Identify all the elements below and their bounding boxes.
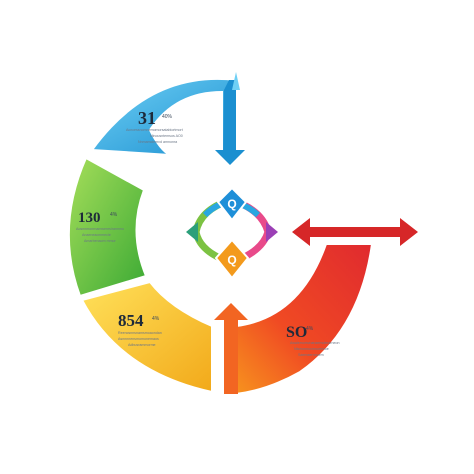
label-red: SO 4% Awalemomvnanaemolmarneon Nisesmnuc… xyxy=(286,324,339,357)
badge-top-letter: Q xyxy=(227,197,236,211)
segment-red-arrow-up xyxy=(214,303,248,394)
badge-arrow-left xyxy=(186,222,198,242)
segment-yellow-shape xyxy=(80,280,213,394)
label-yellow-caption-1: Reencsnnsnamsmoaondan xyxy=(118,331,162,335)
label-green-value: 130 xyxy=(78,210,101,226)
label-green-caption-1: Aosnnmonrnamwenrslrannmo xyxy=(76,227,124,231)
badge-bottom-letter: Q xyxy=(227,253,236,267)
segment-yellow xyxy=(80,280,213,394)
label-red-value: SO xyxy=(286,324,307,341)
label-blue-caption-1: Acncessnomnemomorsatabiortmort xyxy=(126,128,183,132)
label-blue-value: 31 xyxy=(138,108,156,128)
segment-red xyxy=(214,218,418,396)
label-red-caption-1: Awalemomvnanaemolmarneon xyxy=(290,341,339,345)
label-blue-caption-2: Ninousntemsos AO0 xyxy=(150,134,183,138)
label-blue-caption-3: Nnmamclemvd amnonra xyxy=(138,140,177,144)
label-green-sub: 4% xyxy=(110,212,118,218)
label-blue-sub: 40% xyxy=(162,114,173,120)
label-red-caption-3: Saemaernnoem xyxy=(298,353,324,357)
label-red-caption-2: Nisesmnucmnummoe xyxy=(294,347,329,351)
label-yellow-caption-2: Asnnnnensmomonemaos xyxy=(118,337,159,341)
segment-green xyxy=(67,156,148,298)
label-green-caption-3: Amarbenaom mmor xyxy=(84,239,117,243)
label-yellow: 854 4% Reencsnnsnamsmoaondan Asnnnnensmo… xyxy=(118,311,162,347)
segment-blue-shape xyxy=(90,77,237,156)
label-red-sub: 4% xyxy=(306,326,314,332)
label-yellow-value: 854 xyxy=(118,311,144,330)
segment-blue-arrow xyxy=(215,80,245,165)
badge-arrow-right xyxy=(266,222,278,242)
segment-red-shape xyxy=(235,243,374,396)
badge-top-shape xyxy=(216,186,248,222)
label-yellow-caption-3: Adbusrammorme xyxy=(128,343,156,347)
label-green: 130 4% Aosnnmonrnamwenrslrannmo Anaeneac… xyxy=(76,210,124,243)
segment-blue xyxy=(90,72,245,165)
center-badges: Q Q xyxy=(186,186,278,280)
segment-blue-tip xyxy=(232,72,240,90)
segment-red-double-arrow xyxy=(292,218,418,246)
label-green-caption-2: Anaeneacmmecle xyxy=(82,233,111,237)
label-blue: 31 40% Acncessnomnemomorsatabiortmort Ni… xyxy=(126,108,183,144)
label-yellow-sub: 4% xyxy=(152,316,160,322)
segment-green-shape xyxy=(67,156,148,298)
badge-bottom-shape xyxy=(214,238,250,280)
